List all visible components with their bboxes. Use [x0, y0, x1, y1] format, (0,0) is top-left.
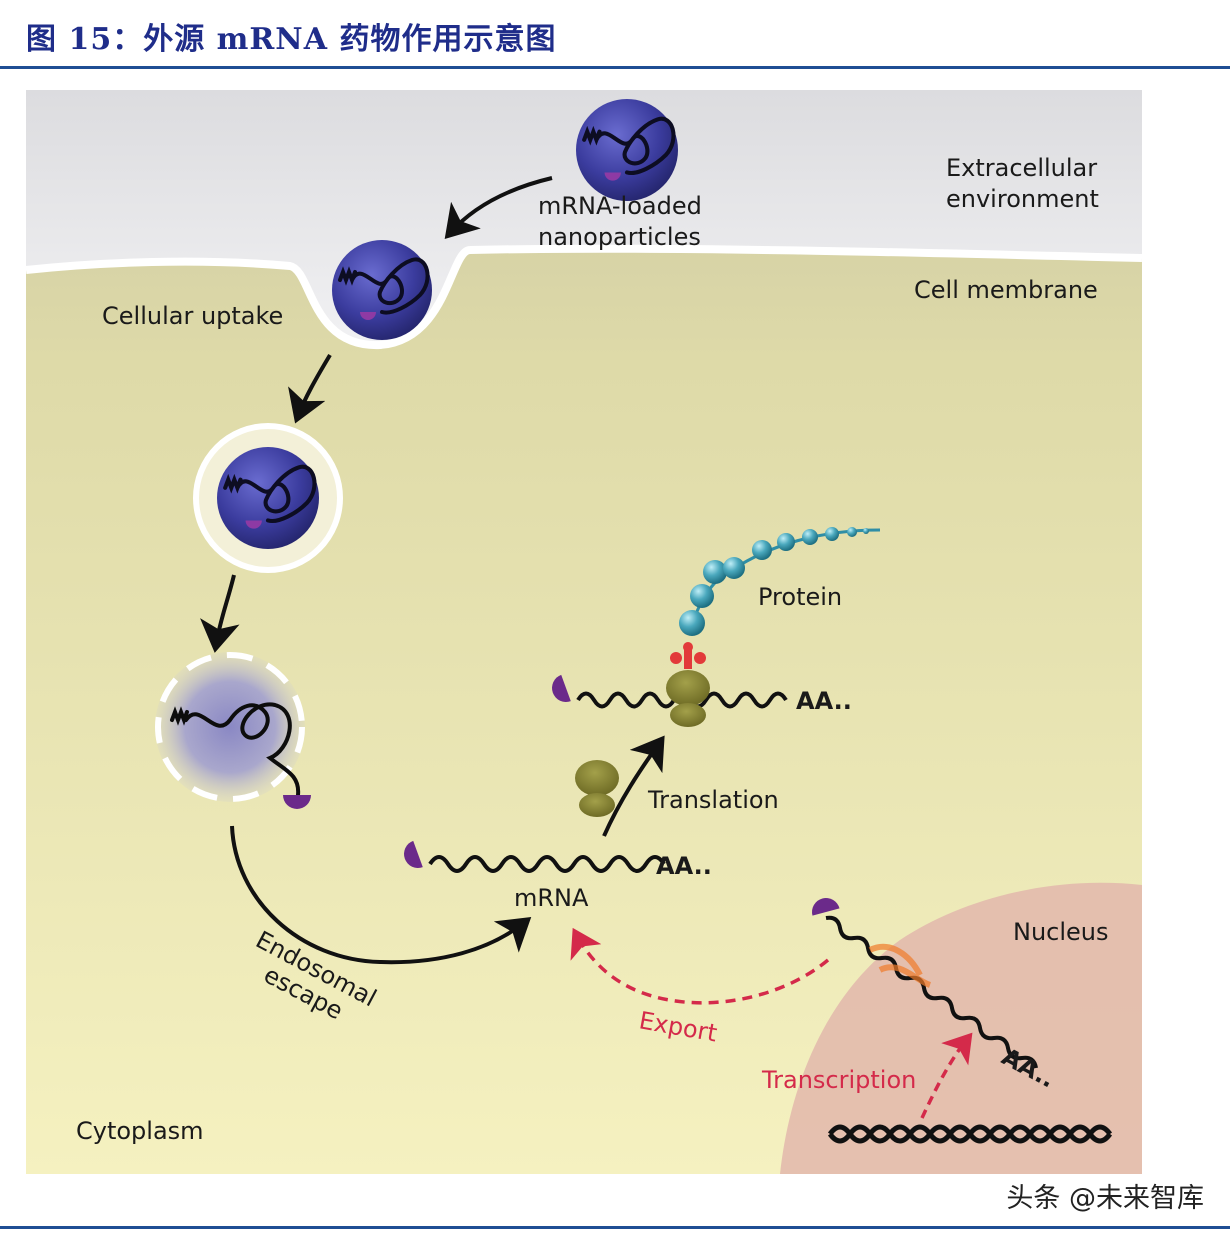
trna-icon: [670, 642, 706, 669]
figure-title: 图 15：外源 mRNA 药物作用示意图: [26, 22, 557, 57]
mrna-strand: AA..: [404, 840, 712, 880]
arrow-endocytosis: [288, 353, 332, 424]
nanoparticle-uptake: [330, 238, 434, 342]
header-rule: [0, 66, 1230, 69]
label-cell-membrane: Cell membrane: [914, 276, 1098, 304]
polymerase-icon: [868, 943, 932, 988]
ribosome-large-subunit: [666, 670, 710, 706]
protein-chain: [679, 527, 881, 636]
endosome-vesicle: [193, 423, 343, 573]
polya-tail-translating: AA..: [796, 687, 852, 715]
ribosome-small-subunit: [670, 703, 706, 727]
arrow-export: [570, 927, 830, 1005]
arrow-uptake: [444, 176, 553, 239]
label-mrna-loaded: mRNA-loaded: [538, 192, 702, 220]
arrow-transcription: [920, 1032, 973, 1119]
label-cellular-uptake: Cellular uptake: [102, 302, 283, 330]
arrow-endosome: [200, 574, 240, 653]
dna-helix: [827, 1124, 1113, 1144]
polya-tail: AA..: [656, 852, 712, 880]
cell-membrane-line: [25, 244, 1143, 350]
label-mrna: mRNA: [514, 884, 589, 912]
label-translation: Translation: [647, 786, 779, 814]
label-nanoparticles: nanoparticles: [538, 223, 701, 251]
footer-rule: [0, 1226, 1230, 1229]
translating-mrna: AA..: [552, 642, 852, 727]
arrow-endosomal-escape: [230, 825, 532, 965]
label-extracellular: Extracellular: [946, 154, 1097, 182]
arrow-translation: [602, 735, 665, 837]
nucleus-region: [780, 882, 1142, 1174]
cap-icon: [283, 795, 311, 809]
endosome-escaping: [155, 652, 311, 809]
label-environment: environment: [946, 185, 1099, 213]
free-ribosome: [575, 760, 619, 817]
nanoparticle-extracellular: [576, 99, 678, 201]
label-nucleus: Nucleus: [1013, 918, 1109, 946]
label-protein: Protein: [758, 583, 842, 611]
label-transcription: Transcription: [761, 1066, 916, 1094]
watermark: 头条 @未来智库: [1006, 1183, 1204, 1214]
label-cytoplasm: Cytoplasm: [76, 1117, 204, 1145]
